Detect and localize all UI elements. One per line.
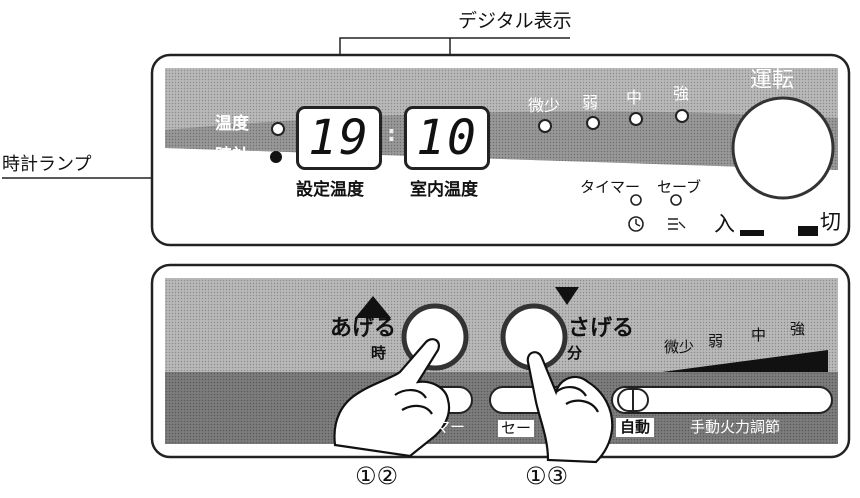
up-arrow-icon: [355, 296, 391, 318]
on-label: 入: [714, 212, 735, 236]
save-pill-label: セー: [498, 420, 535, 437]
save-icon: [668, 218, 686, 230]
on-mark-icon: [740, 230, 764, 236]
hand-left-icon: [333, 338, 451, 458]
clock-lamp-callout: 時計ランプ: [2, 154, 92, 175]
button-panel-face: [165, 278, 838, 372]
up-sub-label: 時: [371, 344, 387, 362]
fire-scale-label: 強: [790, 320, 806, 338]
fire-level-label: 強: [673, 84, 690, 103]
clock-lamp-label: 時計: [215, 146, 249, 166]
step-numbers-left: ①②: [355, 462, 399, 490]
fire-level-label: 微少: [528, 96, 561, 115]
manual-slider: [611, 386, 833, 414]
temp-lamp-label: 温度: [215, 114, 249, 134]
fire-level-lamps: [538, 109, 689, 133]
timer-label: タイマー: [580, 178, 641, 196]
auto-label: 自動: [616, 418, 655, 437]
room-temp-display: 10: [404, 106, 490, 170]
fire-scale-label: 微少: [664, 338, 695, 356]
clock-lamp-icon: [270, 151, 282, 163]
save-lamp-icon: [670, 194, 682, 206]
off-mark-icon: [798, 226, 818, 236]
digital-display-callout: デジタル表示: [458, 10, 572, 32]
fire-scale-label: 弱: [708, 332, 724, 350]
temp-lamp-icon: [271, 122, 285, 136]
up-button-label: あげる: [330, 316, 397, 341]
display-colon: :: [387, 122, 396, 147]
down-button-label: さげる: [568, 316, 635, 341]
fire-level-label: 弱: [582, 93, 599, 112]
off-label: 切: [820, 210, 841, 234]
fire-scale-label: 中: [751, 326, 767, 344]
save-label: セーブ: [657, 178, 702, 196]
set-temp-label: 設定温度: [296, 180, 364, 200]
hand-right-icon: [526, 351, 614, 464]
down-arrow-icon: [555, 287, 579, 305]
run-label: 運転: [750, 68, 795, 93]
run-button: [731, 96, 835, 200]
fire-level-wedge: [662, 350, 828, 372]
manual-adjust-label: 手動火力調節: [690, 418, 781, 436]
down-sub-label: 分: [567, 344, 583, 362]
fire-level-label: 中: [626, 88, 643, 107]
step-numbers-right: ①③: [525, 462, 569, 490]
timer-lamp-icon: [630, 194, 642, 206]
set-temp-display: 19: [296, 106, 382, 170]
timer-pill-label: イマー: [420, 418, 466, 436]
room-temp-label: 室内温度: [410, 180, 478, 200]
clock-icon: [628, 216, 644, 232]
